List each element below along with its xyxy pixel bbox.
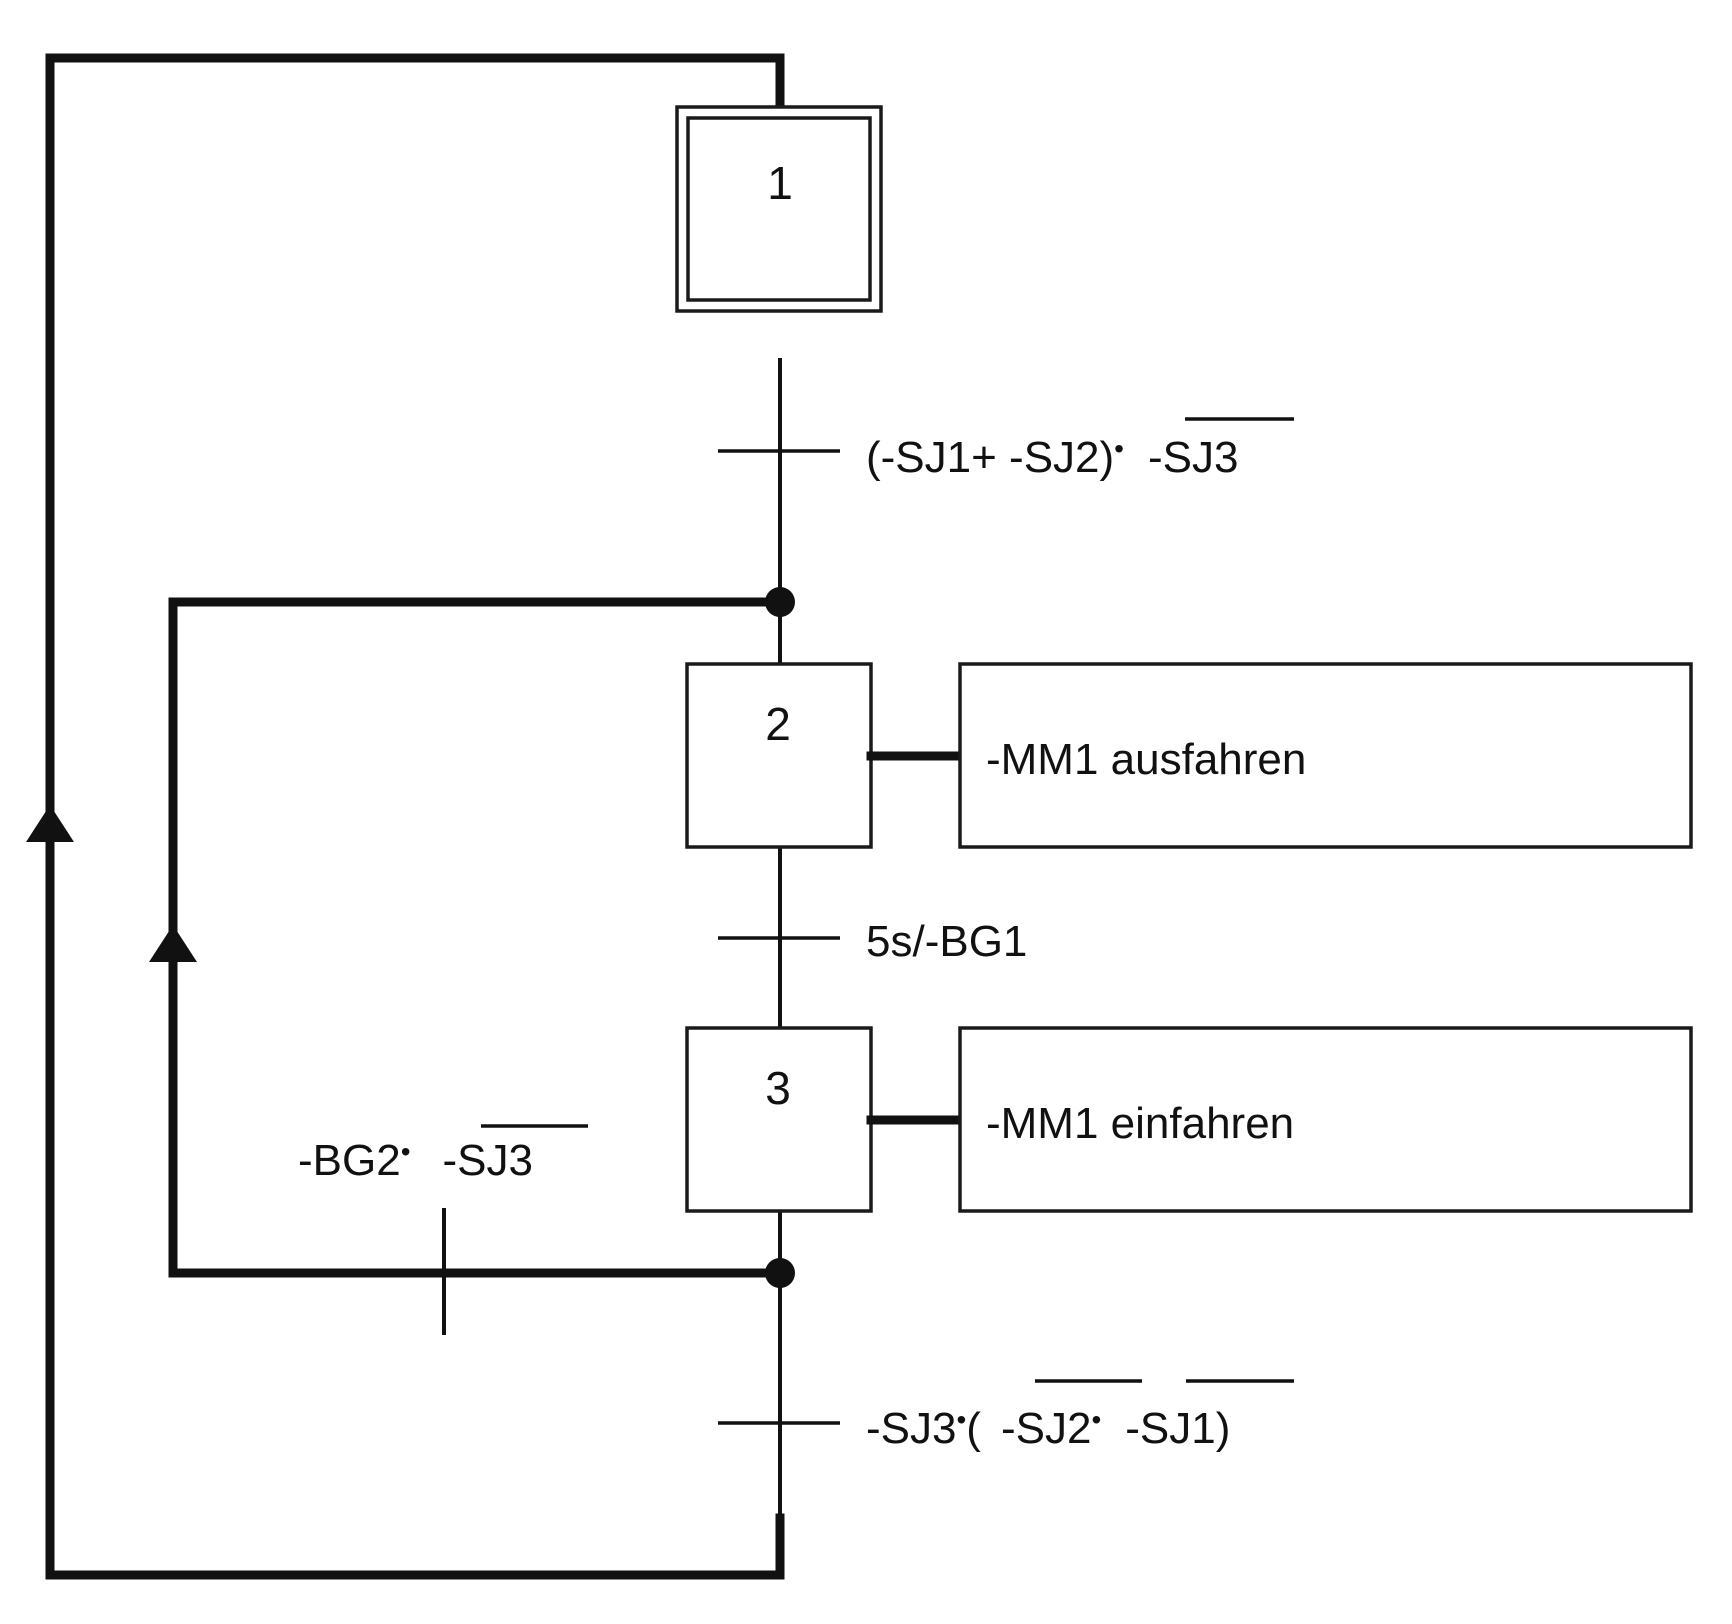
and-dot: • [1091, 1404, 1101, 1435]
action-step-3[interactable]: -MM1 einfahren [958, 1026, 1693, 1213]
transition-loop-negated-term: -SJ3 [443, 1136, 533, 1185]
action-step-2-text: -MM1 ausfahren [986, 735, 1306, 784]
step-1-number: 1 [767, 157, 793, 209]
step-3-number: 3 [765, 1062, 791, 1114]
action-step-2[interactable]: -MM1 ausfahren [958, 662, 1693, 849]
transition-1-condition: (-SJ1+ -SJ2)• -SJ3 [866, 433, 1238, 482]
up-arrow-icon [149, 925, 197, 962]
transition-3-condition: -SJ3•(-SJ2•-SJ1) [866, 1404, 1230, 1453]
and-dot: • [956, 1404, 966, 1435]
transition-3-negated-term-2: -SJ1 [1125, 1404, 1215, 1453]
and-dot: • [1114, 433, 1124, 464]
transition-loop-condition: -BG2•-SJ3 [298, 1136, 533, 1185]
step-1[interactable]: 1 [675, 105, 883, 313]
transition-1-negated-term: -SJ3 [1148, 433, 1238, 482]
step-2-number: 2 [765, 698, 791, 750]
return-path-to-step-1 [45, 53, 785, 1580]
step-2[interactable]: 2 [685, 662, 873, 849]
step-3[interactable]: 3 [685, 1026, 873, 1213]
up-arrow-icon [26, 805, 74, 842]
transition-2-condition: 5s/-BG1 [866, 917, 1027, 966]
and-dot: • [401, 1136, 411, 1167]
action-step-3-text: -MM1 einfahren [986, 1099, 1294, 1148]
transition-3-negated-term-1: -SJ2 [1001, 1404, 1091, 1453]
transition-1-or-term: (-SJ1+ -SJ2) [866, 433, 1114, 482]
